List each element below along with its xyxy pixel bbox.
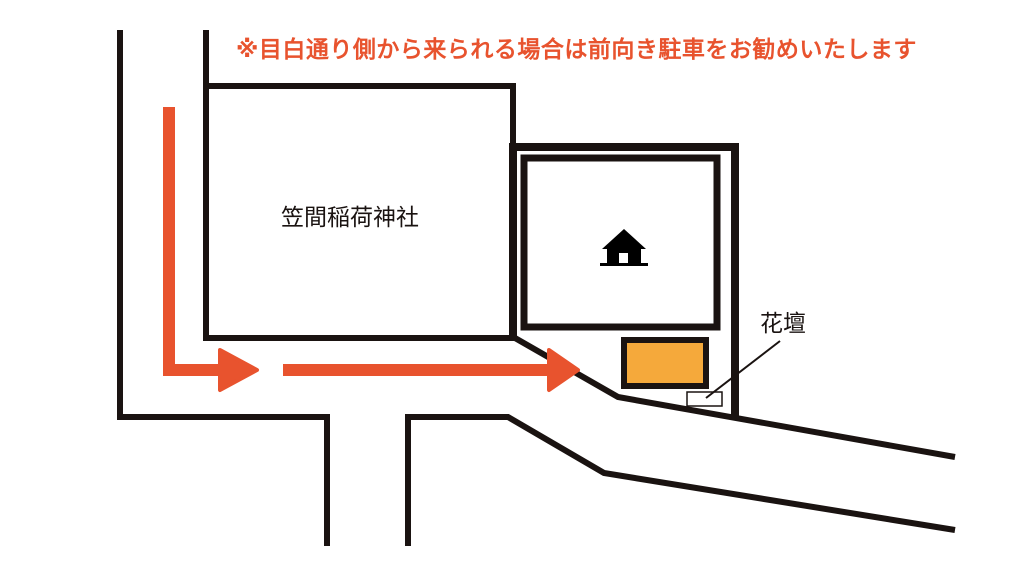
road-edge-south <box>405 414 956 546</box>
house-lot <box>509 143 739 417</box>
flowerbed-leader-line <box>705 340 781 399</box>
house-icon <box>600 229 648 266</box>
route-arrow-2 <box>283 348 580 392</box>
parking-space <box>621 337 709 389</box>
shrine-label: 笠間稲荷神社 <box>281 205 419 231</box>
shrine-block <box>203 30 516 341</box>
parking-notice: ※目白通り側から来られる場合は前向き駐車をお勧めいたします <box>236 37 917 63</box>
road-edge-west <box>117 30 330 546</box>
shrine-outline <box>203 30 516 341</box>
route-arrows <box>163 107 580 392</box>
road-lines <box>117 30 956 546</box>
route-arrow-1 <box>163 107 259 392</box>
house-lot-wall <box>509 143 739 417</box>
flowerbed <box>686 391 723 407</box>
flowerbed-label: 花壇 <box>760 311 806 337</box>
house-building <box>520 154 721 331</box>
